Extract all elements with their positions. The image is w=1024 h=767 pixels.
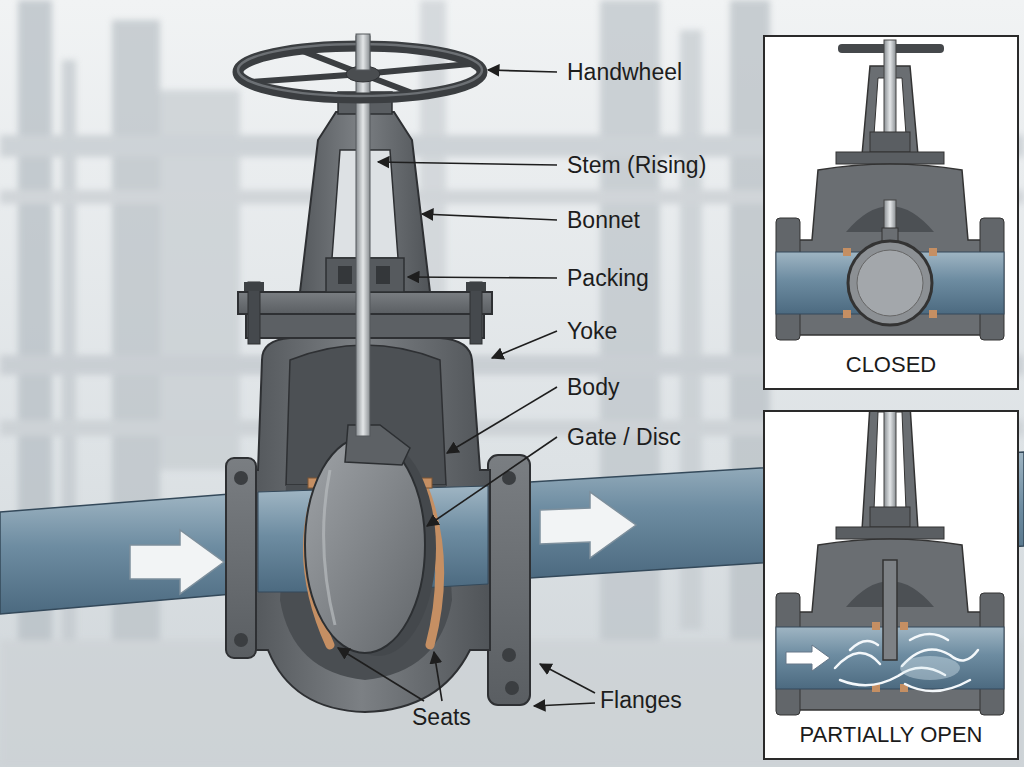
partial-inset [910, 634, 948, 640]
leader-line [434, 652, 442, 701]
closed-inset [843, 310, 851, 318]
partial-inset [870, 507, 910, 527]
part-label: Flanges [600, 686, 682, 714]
partial-inset [900, 622, 908, 630]
leader-line [422, 214, 557, 220]
partial-inset [872, 622, 880, 630]
part-label: Stem (Rising) [567, 151, 706, 179]
handwheel [238, 34, 482, 98]
flow-arrow [130, 492, 636, 594]
state-caption: PARTIALLY OPEN [799, 722, 982, 748]
gate-disc [345, 425, 410, 465]
part-label: Seats [412, 703, 471, 731]
leader-line [427, 437, 557, 526]
flange [502, 648, 516, 662]
part-label: Bonnet [567, 206, 640, 234]
partial-inset [883, 560, 897, 660]
leader-line [338, 70, 595, 706]
leader-line [540, 664, 595, 693]
flow-arrow [130, 530, 224, 594]
pipe [0, 492, 256, 614]
partial-inset [835, 634, 978, 691]
gate-disc [324, 470, 335, 625]
gate-disc [305, 437, 425, 653]
leader-line [408, 277, 557, 278]
valve-body [256, 338, 490, 712]
inset-panel: CLOSED [763, 35, 1019, 390]
packing [376, 266, 390, 284]
partial-inset [900, 656, 960, 680]
part-label: Yoke [567, 317, 617, 345]
valve-body [256, 338, 490, 712]
partial-inset [763, 405, 1019, 760]
bonnet-flange [248, 282, 260, 344]
flange [505, 681, 519, 695]
partial-inset [836, 527, 944, 539]
partial-inset [786, 645, 830, 671]
closed-inset [843, 248, 851, 256]
part-label: Packing [567, 264, 649, 292]
closed-inset [776, 40, 1004, 340]
part-label: Gate / Disc [567, 423, 681, 451]
part-label: Handwheel [567, 58, 682, 86]
leader-line [492, 331, 557, 358]
gate-disc [305, 425, 436, 656]
closed-inset [763, 35, 1019, 390]
leader-line [447, 387, 557, 453]
handwheel [356, 34, 370, 70]
leader-line [488, 70, 557, 72]
flange [488, 455, 530, 705]
packing [338, 266, 352, 284]
flange [234, 633, 248, 647]
flange [226, 458, 256, 658]
closed-inset [763, 35, 1019, 390]
handwheel [250, 74, 362, 82]
bonnet-flange [470, 282, 482, 344]
closed-inset [836, 152, 944, 164]
flange [234, 471, 248, 485]
part-label: Body [567, 373, 619, 401]
closed-inset [848, 241, 932, 325]
state-caption: CLOSED [846, 352, 936, 378]
closed-inset [857, 250, 923, 316]
inset-panel: PARTIALLY OPEN [763, 410, 1019, 760]
bonnet-flange [244, 282, 264, 291]
partial-inset [850, 641, 878, 650]
partial-inset [776, 410, 1004, 715]
bonnet-flange [466, 282, 486, 291]
leader-line [534, 703, 595, 706]
flow-arrow [540, 492, 636, 558]
closed-inset [929, 310, 937, 318]
partial-inset [835, 653, 880, 668]
closed-inset [929, 248, 937, 256]
closed-inset [870, 132, 910, 152]
partial-inset [905, 680, 970, 691]
leader-line [378, 162, 557, 165]
leader-line [338, 648, 424, 701]
